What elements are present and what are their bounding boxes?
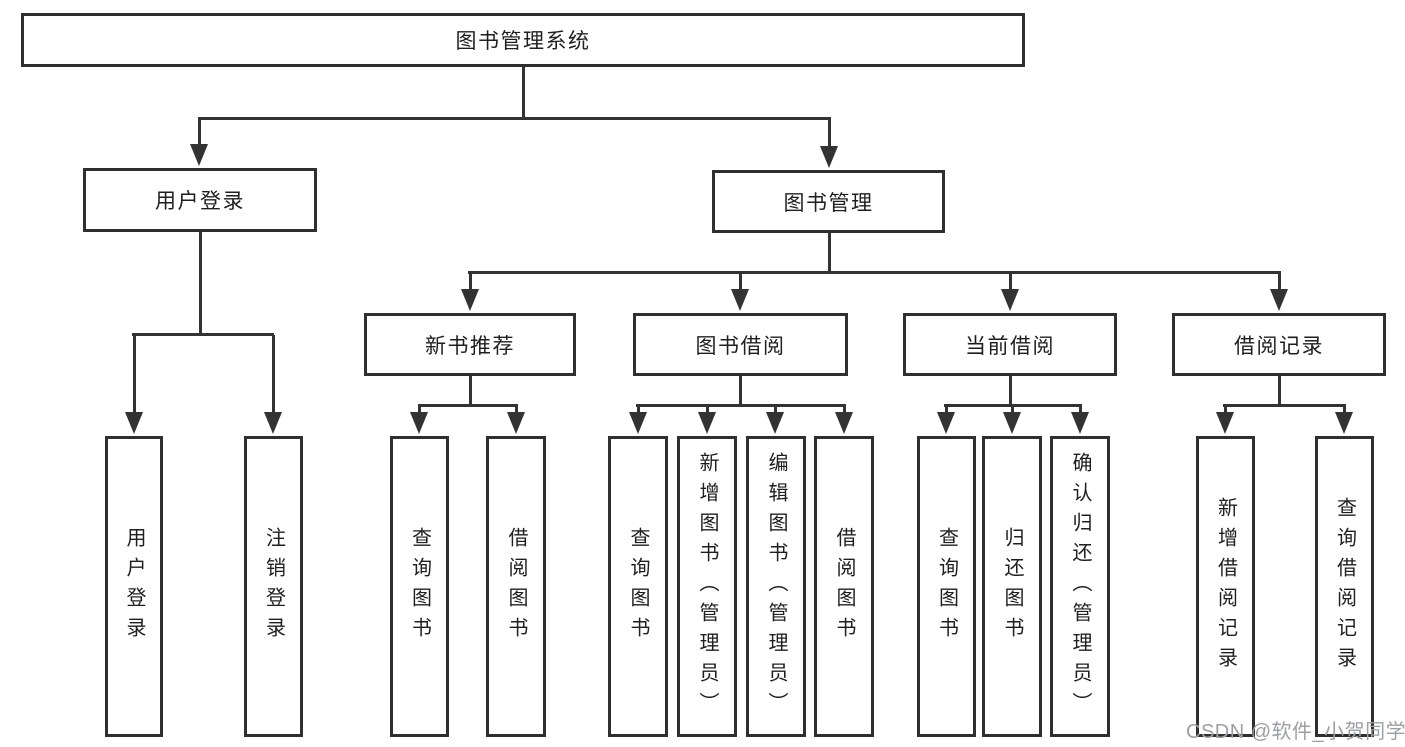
arrow-down-icon — [937, 412, 955, 434]
leaf-add-books-admin-label: 新增图书（管理员） — [696, 451, 718, 722]
leaf-borrow-books-recommend-label: 借阅图书 — [505, 526, 527, 647]
leaf-user-login: 用户登录 — [105, 436, 163, 737]
connector-line — [271, 335, 275, 418]
node-borrow-records: 借阅记录 — [1172, 313, 1386, 376]
leaf-borrow-books-borrow-label: 借阅图书 — [833, 526, 855, 647]
connector-line — [197, 118, 201, 150]
connector-line — [198, 117, 831, 120]
leaf-logout: 注销登录 — [244, 436, 303, 737]
connector-line — [827, 118, 831, 152]
node-new-book-recommend-label: 新书推荐 — [425, 334, 515, 358]
leaf-borrow-books-borrow: 借阅图书 — [814, 436, 874, 737]
node-book-management-label: 图书管理 — [783, 191, 874, 215]
leaf-return-books-label: 归还图书 — [1001, 526, 1023, 647]
leaf-confirm-return-admin-label: 确认归还（管理员） — [1069, 451, 1091, 722]
node-book-borrowing: 图书借阅 — [633, 313, 848, 376]
connector-line — [132, 335, 136, 418]
arrow-down-icon — [820, 146, 838, 168]
arrow-down-icon — [766, 412, 784, 434]
node-current-borrowing: 当前借阅 — [903, 313, 1117, 376]
connector-line — [521, 67, 525, 118]
leaf-query-books-current: 查询图书 — [917, 436, 976, 737]
connector-line — [738, 273, 742, 295]
arrow-down-icon — [1071, 412, 1089, 434]
node-user-login-label: 用户登录 — [155, 190, 245, 213]
arrow-down-icon — [461, 289, 479, 311]
connector-line — [1277, 376, 1281, 406]
leaf-query-books-borrow: 查询图书 — [608, 436, 668, 737]
leaf-add-borrow-record-label: 新增借阅记录 — [1214, 496, 1237, 677]
node-root-label: 图书管理系统 — [455, 30, 591, 53]
node-borrow-records-label: 借阅记录 — [1234, 334, 1324, 358]
node-user-login: 用户登录 — [83, 168, 317, 232]
arrow-down-icon — [125, 412, 143, 434]
connector-line — [1223, 404, 1346, 407]
connector-line — [132, 333, 274, 336]
node-current-borrowing-label: 当前借阅 — [965, 334, 1055, 358]
arrow-down-icon — [410, 412, 428, 434]
leaf-edit-books-admin-label: 编辑图书（管理员） — [765, 451, 787, 722]
arrow-down-icon — [190, 144, 208, 166]
connector-line — [738, 376, 742, 406]
arrow-down-icon — [698, 412, 716, 434]
leaf-return-books: 归还图书 — [982, 436, 1042, 737]
arrow-down-icon — [629, 412, 647, 434]
node-new-book-recommend: 新书推荐 — [364, 313, 576, 376]
connector-line — [468, 273, 472, 295]
leaf-user-login-label: 用户登录 — [123, 526, 145, 647]
connector-line — [827, 233, 831, 273]
leaf-edit-books-admin: 编辑图书（管理员） — [746, 436, 806, 737]
connector-line — [198, 232, 202, 335]
arrow-down-icon — [835, 412, 853, 434]
arrow-down-icon — [1335, 412, 1353, 434]
leaf-borrow-books-recommend: 借阅图书 — [486, 436, 546, 737]
arrow-down-icon — [507, 412, 525, 434]
leaf-query-books-borrow-label: 查询图书 — [627, 526, 649, 647]
arrow-down-icon — [1270, 289, 1288, 311]
leaf-query-borrow-record: 查询借阅记录 — [1315, 436, 1374, 737]
connector-line — [636, 404, 846, 407]
leaf-add-borrow-record: 新增借阅记录 — [1196, 436, 1255, 737]
node-book-management: 图书管理 — [712, 170, 945, 233]
connector-line — [1008, 376, 1012, 406]
arrow-down-icon — [1216, 412, 1234, 434]
connector-line — [468, 271, 1281, 274]
connector-line — [418, 404, 518, 407]
arrow-down-icon — [1003, 412, 1021, 434]
watermark: CSDN @软件_小贺同学 — [1186, 721, 1405, 743]
connector-line — [1008, 273, 1012, 295]
arrow-down-icon — [264, 412, 282, 434]
leaf-query-books-current-label: 查询图书 — [935, 526, 958, 647]
connector-line — [1277, 273, 1281, 295]
node-root: 图书管理系统 — [21, 13, 1025, 67]
leaf-query-borrow-record-label: 查询借阅记录 — [1333, 496, 1356, 677]
arrow-down-icon — [1001, 289, 1019, 311]
leaf-logout-label: 注销登录 — [262, 526, 285, 647]
leaf-confirm-return-admin: 确认归还（管理员） — [1050, 436, 1110, 737]
connector-line — [468, 376, 472, 406]
connector-line — [944, 404, 1082, 407]
leaf-query-books-recommend-label: 查询图书 — [408, 526, 431, 647]
arrow-down-icon — [731, 289, 749, 311]
leaf-add-books-admin: 新增图书（管理员） — [677, 436, 737, 737]
node-book-borrowing-label: 图书借阅 — [695, 334, 786, 358]
leaf-query-books-recommend: 查询图书 — [390, 436, 449, 737]
